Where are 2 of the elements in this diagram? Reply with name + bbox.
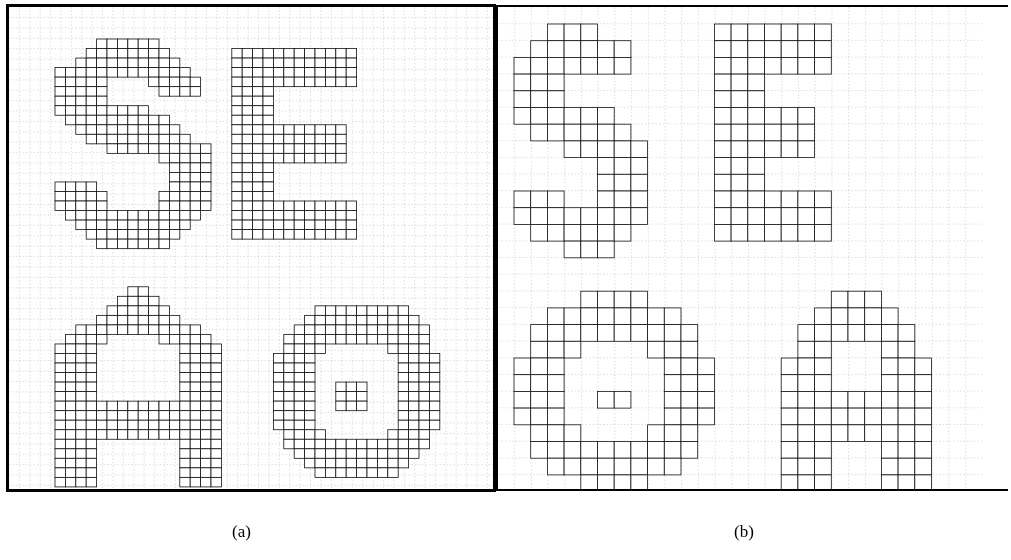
panel-caption: (b) — [734, 521, 754, 543]
panel-caption: (a) — [232, 521, 251, 543]
